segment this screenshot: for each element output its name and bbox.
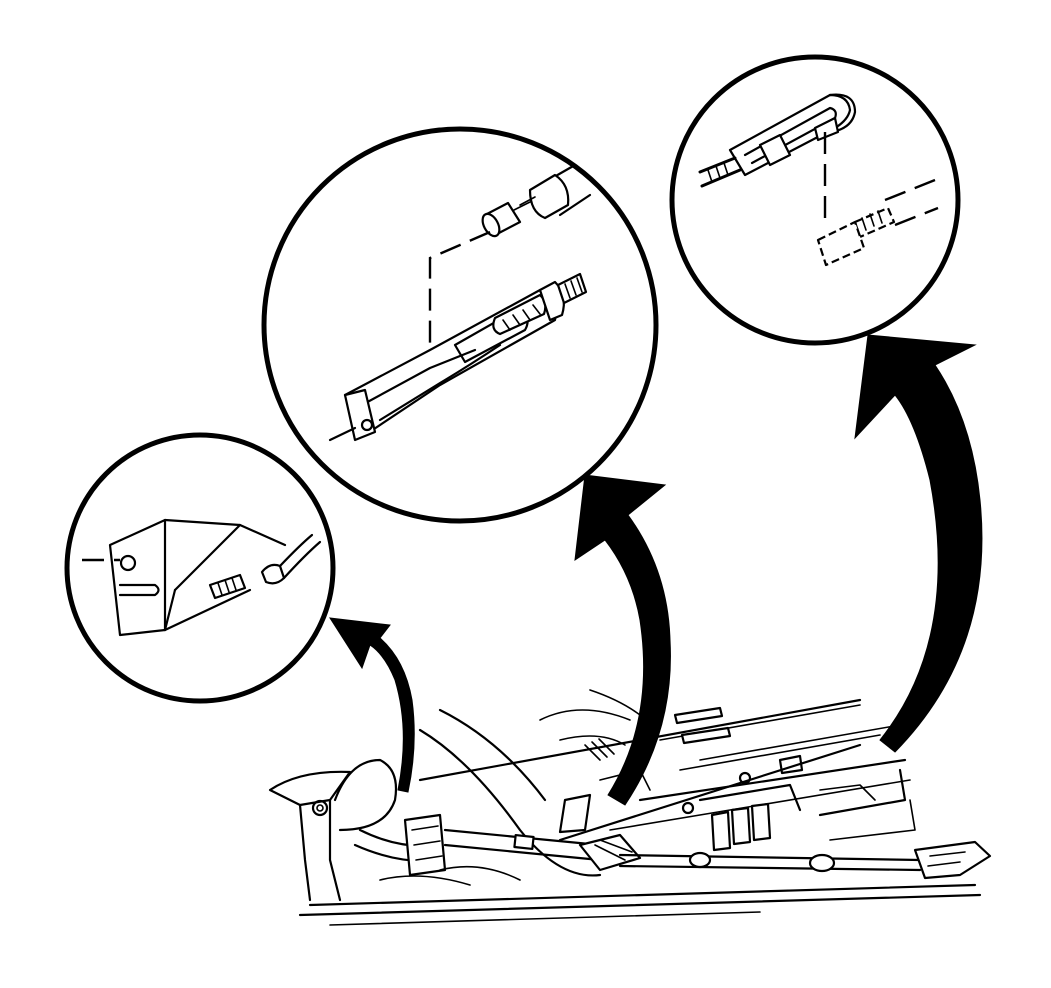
equalizer-detail xyxy=(411,825,443,861)
clip-ferrule xyxy=(758,133,792,167)
floor-misc-1 xyxy=(379,875,471,886)
connector-housing-channel xyxy=(378,343,502,422)
clip-phantom-thread xyxy=(861,210,883,231)
cable-connector-detail xyxy=(261,126,659,524)
right-clip-3 xyxy=(750,802,772,842)
frame-notch xyxy=(778,754,804,775)
magnifier-circle-icon xyxy=(261,126,659,524)
equalizer-thread-marks xyxy=(217,577,237,596)
cable-sleeve-left xyxy=(513,833,535,851)
connector-ferrule-top-face xyxy=(481,212,501,238)
rear-cable-end-bracket-detail xyxy=(927,851,966,867)
floor-pan-curve-5 xyxy=(589,689,641,716)
equalizer-nut xyxy=(260,563,286,585)
underbody-panel-edge-3 xyxy=(679,734,881,771)
floor-pan-curve-1 xyxy=(418,728,602,877)
clip-tab xyxy=(813,116,840,142)
clip-phantom-cable-lower xyxy=(894,206,939,227)
arrow-to-clip-detail xyxy=(854,334,983,753)
equalizer-cable-2 xyxy=(282,540,322,580)
magnifier-circle-icon xyxy=(669,54,961,346)
frame-hole-1 xyxy=(681,801,695,815)
clip-phantom-cable-upper xyxy=(884,178,936,202)
cable-ferrule-right xyxy=(808,853,836,873)
center-connector-tab xyxy=(558,793,592,834)
connector-thread-marks xyxy=(564,277,583,299)
floor-misc-2 xyxy=(439,865,521,881)
frame-rail-lower xyxy=(298,893,982,917)
frame-rail-lower-2 xyxy=(308,883,977,907)
center-connector-lines xyxy=(594,839,633,861)
connector-housing-pin-hole xyxy=(360,418,374,432)
clip-phantom-ferrule xyxy=(816,220,866,267)
right-cable-lower xyxy=(618,864,922,872)
floor-pan-curve-4 xyxy=(559,735,626,746)
clip-cable-thread xyxy=(707,162,729,183)
left-bracket-arm xyxy=(298,803,312,902)
equalizer-hole xyxy=(119,554,137,572)
clip-phantom-stud xyxy=(853,206,896,239)
frame-hole-2 xyxy=(738,771,752,785)
left-bracket-bolt-inner xyxy=(316,804,324,812)
right-clip-2 xyxy=(730,806,752,846)
frame-right-end-2 xyxy=(829,799,916,841)
floor-pan-curve-3 xyxy=(539,709,631,721)
left-bracket-bolt xyxy=(311,799,329,817)
connector-housing-cutout-marks xyxy=(502,304,541,331)
equalizer-cable xyxy=(278,533,314,568)
left-bracket-outline xyxy=(268,770,352,807)
left-bracket-arm-2 xyxy=(328,798,342,902)
connector-housing-inner xyxy=(360,348,477,407)
equalizer-bracket-bottom xyxy=(163,588,252,632)
underbody-panel-edge xyxy=(638,758,907,802)
cable-ferrule-right-2 xyxy=(688,851,712,869)
connector-housing-front-face xyxy=(343,388,377,442)
frame-rail-lower-3 xyxy=(329,911,761,926)
equalizer-bracket-side-2 xyxy=(238,523,287,547)
clip-cable-lower xyxy=(700,168,742,188)
underbody-cable-assembly xyxy=(268,689,992,926)
connector-cable-exit xyxy=(328,426,357,442)
equalizer-rod-upper xyxy=(118,583,160,597)
rear-cable-end-bracket xyxy=(913,840,992,880)
right-clip-bracket xyxy=(698,783,802,812)
clip-loop xyxy=(828,93,857,134)
main-cable-lower xyxy=(443,843,602,862)
frame-right-end xyxy=(818,768,907,817)
underbody-panel-rib-2 xyxy=(699,724,901,761)
floor-misc-4 xyxy=(819,784,876,801)
connector-cable-sleeve-body xyxy=(528,173,570,220)
equalizer-bracket-side xyxy=(163,588,177,632)
frame-slot-2 xyxy=(680,726,732,745)
equalizer-body xyxy=(403,813,447,877)
underbody-panel-mid xyxy=(558,743,862,842)
floor-pan-hatch xyxy=(584,738,615,761)
arrow-to-connector-detail xyxy=(574,474,671,806)
right-cable-upper xyxy=(618,853,922,862)
arrow-to-equalizer-detail xyxy=(329,617,415,793)
connector-cable-thread-top xyxy=(513,196,536,211)
frame-slot-1 xyxy=(673,706,724,725)
cable-loop-left xyxy=(333,758,398,832)
clip-cable-upper xyxy=(698,156,737,174)
right-clip-1 xyxy=(710,810,732,852)
rear-cable-equalizer-detail xyxy=(64,432,336,704)
cable-clip-detail xyxy=(669,54,961,346)
connector-assembly-line xyxy=(428,230,491,355)
floor-pan-curve-2 xyxy=(438,708,547,802)
